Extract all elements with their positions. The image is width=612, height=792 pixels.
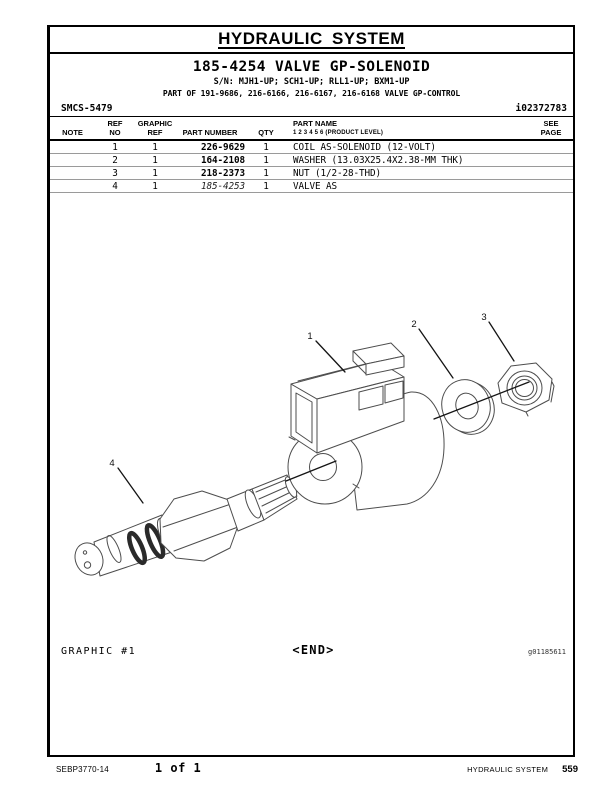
smcs-code: SMCS-5479 [61, 103, 113, 114]
col-header-part-name: PART NAME 1 2 3 4 5 6 (PRODUCT LEVEL) [293, 119, 384, 136]
ref-no-cell: 3 [112, 167, 118, 179]
col-header-see-page: SEE PAGE [540, 119, 562, 137]
parts-table: NOTE REF NO GRAPHIC REF PART NUMBER QTY [50, 117, 573, 193]
doc-id: i02372783 [515, 103, 567, 114]
col-header-note: NOTE [62, 127, 83, 137]
qty-cell: 1 [263, 141, 269, 153]
part-number-cell: 226-9629 [201, 141, 245, 153]
ref-no-cell: 2 [112, 154, 118, 166]
graphic-ref-cell: 1 [152, 167, 158, 179]
part-group-title: 185-4254 VALVE GP-SOLENOID [192, 59, 431, 75]
section-title: HYDRAULIC SYSTEM [218, 29, 405, 49]
qty-cell: 1 [263, 154, 269, 166]
col-header-qty: QTY [258, 127, 274, 137]
col-header-graphic-ref: GRAPHIC REF [137, 119, 173, 137]
part-number-cell: 164-2108 [201, 154, 245, 166]
page-number: 559 [562, 764, 578, 775]
graphic-ref-cell: 1 [152, 141, 158, 153]
table-header: NOTE REF NO GRAPHIC REF PART NUMBER QTY [50, 117, 573, 141]
ref-no-cell: 1 [112, 141, 118, 153]
footer-section-title: HYDRAULIC SYSTEM [467, 765, 549, 774]
col-header-ref-no: REF NO [107, 119, 123, 137]
qty-cell: 1 [263, 167, 269, 179]
table-row: 1 1 226-9629 1 COIL AS-SOLENOID (12-VOLT… [50, 141, 573, 154]
smcs-row: SMCS-5479 i02372783 [50, 100, 573, 117]
table-row: 2 1 164-2108 1 WASHER (13.03X25.4X2.38-M… [50, 154, 573, 167]
table-row: 3 1 218-2373 1 NUT (1/2-28-THD) [50, 167, 573, 180]
ref-no-cell: 4 [112, 180, 118, 192]
graphic-caption-row: GRAPHIC #1 <END> g01185611 [50, 643, 573, 657]
page-footer: SEBP3770-14 1 of 1 HYDRAULIC SYSTEM 559 [47, 761, 578, 775]
part-name-cell: NUT (1/2-28-THD) [293, 167, 381, 179]
page-border-box: HYDRAULIC SYSTEM 185-4254 VALVE GP-SOLEN… [47, 25, 575, 757]
graphic-label: GRAPHIC #1 [61, 646, 137, 657]
table-row: 4 1 185-4253 1 VALVE AS [50, 180, 573, 193]
page-of-indicator: 1 of 1 [154, 761, 202, 775]
graphic-ref-cell: 1 [152, 154, 158, 166]
part-name-cell: WASHER (13.03X25.4X2.38-MM THK) [293, 154, 464, 166]
graphic-ref-cell: 1 [152, 180, 158, 192]
part-number-cell: 185-4253 [201, 180, 245, 192]
part-number-cell: 218-2373 [201, 167, 245, 179]
section-title-bar: HYDRAULIC SYSTEM [50, 27, 573, 54]
part-name-cell: VALVE AS [293, 180, 337, 192]
col-header-part-number: PART NUMBER [182, 127, 238, 137]
manual-code: SEBP3770-14 [56, 765, 109, 774]
end-marker: <END> [292, 643, 335, 657]
part-of-line: PART OF 191-9686, 216-6166, 216-6167, 21… [162, 89, 461, 98]
graphic-id: g01185611 [528, 648, 566, 656]
serial-number-line: S/N: MJH1-UP; SCH1-UP; RLL1-UP; BXM1-UP [213, 77, 410, 87]
part-name-cell: COIL AS-SOLENOID (12-VOLT) [293, 141, 436, 153]
qty-cell: 1 [263, 180, 269, 192]
